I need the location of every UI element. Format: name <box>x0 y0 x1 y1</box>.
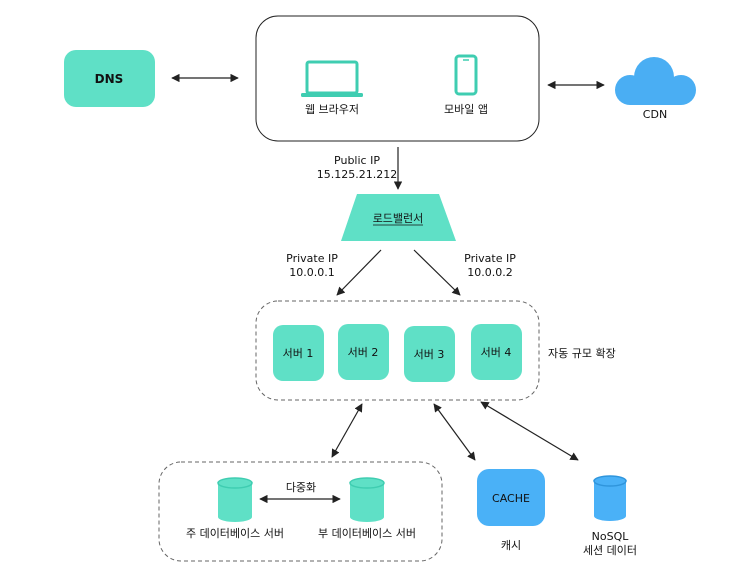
dns-node: DNS <box>64 50 155 107</box>
cache-box-label: CACHE <box>492 492 530 505</box>
cdn-node: CDN <box>615 57 696 121</box>
server-group: 서버 1 서버 2 서버 3 서버 4 <box>255 300 540 401</box>
database-group: 다중화 주 데이터베이스 서버 부 데이터베이스 서버 <box>158 461 443 562</box>
cache-caption: 캐시 <box>501 539 521 552</box>
lb-server-left-arrow <box>336 249 382 296</box>
secondary-db-label: 부 데이터베이스 서버 <box>318 527 416 540</box>
private-ip-right-address: 10.0.0.2 <box>467 266 512 279</box>
nosql-subtitle: 세션 데이터 <box>583 544 637 557</box>
primary-db-label: 주 데이터베이스 서버 <box>186 527 284 540</box>
server-3-box <box>404 326 455 382</box>
cdn-label: CDN <box>643 108 667 121</box>
server-4-box <box>471 324 522 380</box>
mobile-phone-icon <box>454 54 478 96</box>
laptop-icon <box>301 60 363 97</box>
public-ip-label: Public IP <box>334 154 380 167</box>
server-2-box <box>338 324 389 380</box>
private-ip-right-label: Private IP <box>464 252 516 265</box>
cloud-icon <box>615 57 696 105</box>
private-ip-left-address: 10.0.0.1 <box>289 266 334 279</box>
load-balancer-label: 로드밸런서 <box>373 212 424 225</box>
load-balancer-node: 로드밸런서 <box>341 194 456 241</box>
client-group: 웹 브라우저 모바일 앱 <box>255 15 540 142</box>
lb-server-right-arrow <box>413 249 461 296</box>
mobile-app-label: 모바일 앱 <box>444 102 488 116</box>
auto-scaling-label: 자동 규모 확장 <box>548 347 616 360</box>
nosql-db-icon <box>593 475 627 521</box>
server-2-label: 서버 2 <box>348 346 379 359</box>
server-3-label: 서버 3 <box>414 348 445 361</box>
nosql-title: NoSQL <box>592 530 630 543</box>
server-4-label: 서버 4 <box>481 346 512 359</box>
server-1-label: 서버 1 <box>283 347 314 360</box>
server-db-arrow <box>331 403 363 458</box>
private-ip-left-label: Private IP <box>286 252 338 265</box>
server-nosql-arrow <box>480 401 579 461</box>
dns-label: DNS <box>95 72 124 86</box>
cache-node: CACHE 캐시 <box>477 469 545 552</box>
replication-label: 다중화 <box>286 481 316 494</box>
server-cache-arrow <box>433 403 476 461</box>
server-1-box <box>273 325 324 381</box>
nosql-node: NoSQL 세션 데이터 <box>583 475 637 557</box>
public-ip-address: 15.125.21.212 <box>317 168 397 181</box>
web-browser-label: 웹 브라우저 <box>305 103 359 116</box>
primary-db-icon <box>217 477 253 522</box>
secondary-db-icon <box>349 477 385 522</box>
